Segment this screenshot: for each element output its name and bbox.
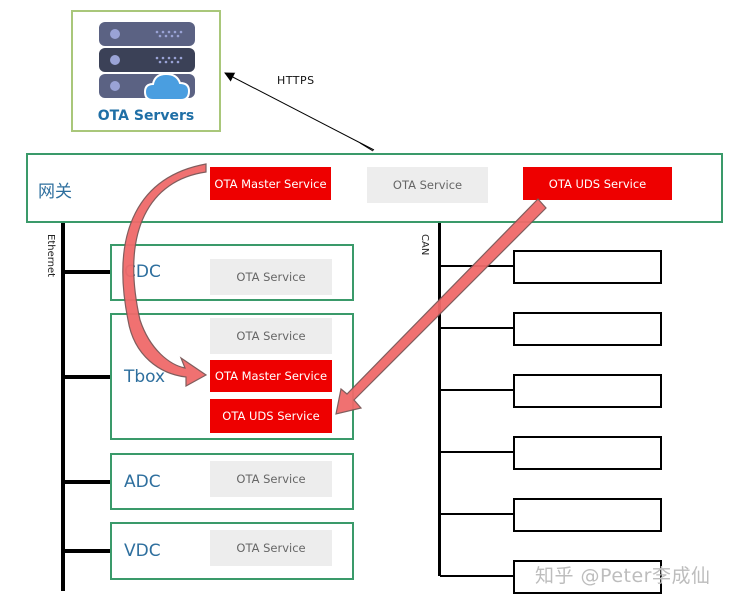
- adc-ota-service: OTA Service: [210, 461, 332, 497]
- gateway-ota-uds-service: OTA UDS Service: [523, 167, 672, 200]
- tbox-ota-master-service: OTA Master Service: [210, 360, 332, 392]
- uds-service-straight-arrow: [335, 198, 547, 415]
- can-node-box: [513, 498, 662, 532]
- ota-server-label: OTA Servers: [97, 108, 195, 124]
- tbox-ota-service: OTA Service: [210, 318, 332, 354]
- can-node-box: [513, 436, 662, 470]
- can-node-box: [513, 374, 662, 408]
- can-branch-line: [440, 513, 514, 515]
- ecu-label-adc: ADC: [124, 472, 161, 492]
- https-label: HTTPS: [277, 74, 315, 87]
- ethernet-bus-line: [61, 223, 65, 591]
- can-branch-line: [440, 575, 514, 577]
- ethernet-branch-tbox: [63, 375, 111, 379]
- master-service-curved-arrow: [122, 163, 208, 388]
- ecu-label-vdc: VDC: [124, 541, 161, 561]
- can-branch-line: [440, 451, 514, 453]
- ecu-label-tbox: Tbox: [124, 367, 166, 387]
- vdc-ota-service: OTA Service: [210, 530, 332, 566]
- can-node-box: [513, 560, 662, 594]
- cdc-ota-service: OTA Service: [210, 259, 332, 295]
- server-cloud-icon: [99, 22, 195, 101]
- ethernet-branch-cdc: [63, 270, 111, 274]
- can-node-box: [513, 312, 662, 346]
- ota-server-box: OTA Servers: [71, 10, 221, 132]
- can-bus-label: CAN: [419, 234, 430, 256]
- gateway-label: 网关: [38, 182, 72, 202]
- ethernet-bus-label: Ethernet: [45, 234, 56, 278]
- gateway-ota-master-service: OTA Master Service: [210, 167, 331, 200]
- https-arrow-head-gateway: [359, 142, 374, 152]
- can-branch-line: [440, 389, 514, 391]
- can-node-box: [513, 250, 662, 284]
- ethernet-branch-adc: [63, 480, 111, 484]
- tbox-ota-uds-service: OTA UDS Service: [210, 399, 332, 433]
- ethernet-branch-vdc: [63, 549, 111, 553]
- can-branch-line: [440, 327, 514, 329]
- watermark: 知乎 @Peter李成仙: [535, 565, 711, 587]
- can-bus-line: [438, 223, 441, 576]
- https-connection-arrow: [224, 72, 375, 151]
- gateway-ota-service: OTA Service: [367, 167, 488, 203]
